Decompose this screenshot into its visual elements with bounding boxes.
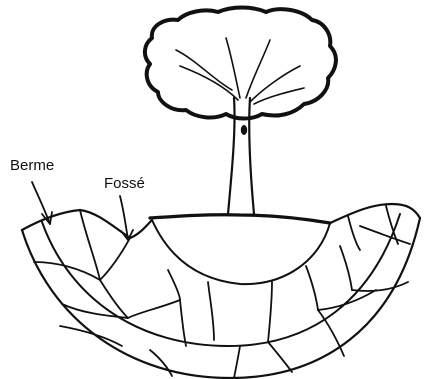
tree-icon: [145, 8, 336, 215]
ground-line: [150, 215, 330, 223]
layer-dividers: [34, 206, 410, 378]
tree-branch: [246, 40, 270, 98]
tree-canopy: [145, 8, 336, 119]
tree-branch: [180, 66, 238, 100]
arrow-icon: [120, 196, 133, 240]
tree-branch: [226, 38, 240, 98]
trunk-knot: [241, 125, 247, 135]
mound-outline: [152, 220, 330, 284]
fosse-label: Fossé: [104, 175, 145, 192]
tree-branch: [176, 50, 232, 90]
right-rim: [330, 204, 420, 223]
berme-arrow: [32, 182, 50, 224]
berme-label: Berme: [10, 157, 54, 174]
